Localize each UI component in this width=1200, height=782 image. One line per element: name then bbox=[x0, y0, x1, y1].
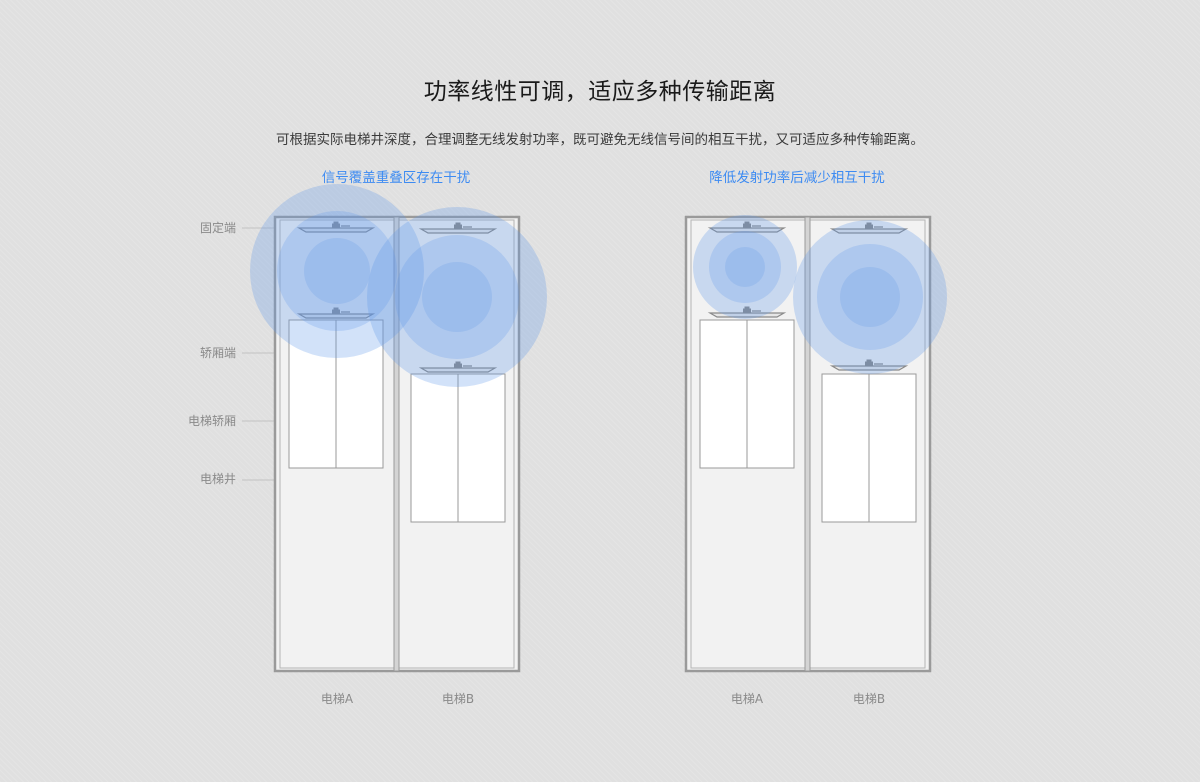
callout-car-end: 轿厢端 bbox=[200, 345, 236, 360]
signal-coverage-a-right bbox=[693, 215, 797, 319]
elevator-car-a-right bbox=[699, 319, 795, 469]
panel-right: 降低发射功率后减少相互干扰 bbox=[684, 169, 947, 706]
elevator-label-b-right: 电梯B bbox=[853, 692, 885, 706]
callout-elevator-shaft: 电梯井 bbox=[200, 472, 236, 486]
signal-coverage-b-right bbox=[793, 220, 947, 374]
page-title: 功率线性可调，适应多种传输距离 bbox=[423, 79, 777, 105]
panel-left: 信号覆盖重叠区存在干扰 bbox=[250, 170, 547, 706]
signal-coverage-b-left bbox=[367, 207, 547, 387]
signal-coverage-a-left bbox=[250, 184, 424, 358]
elevator-label-b-left: 电梯B bbox=[442, 692, 474, 706]
elevator-car-a-left bbox=[288, 319, 384, 469]
elevator-label-a-left: 电梯A bbox=[321, 692, 354, 706]
panel-heading-right: 降低发射功率后减少相互干扰 bbox=[709, 169, 885, 186]
callout-fixed-end: 固定端 bbox=[200, 220, 236, 235]
elevator-car-b-right bbox=[821, 373, 917, 523]
callout-elevator-car: 电梯轿厢 bbox=[188, 413, 236, 428]
page-subtitle: 可根据实际电梯井深度，合理调整无线发射功率，既可避免无线信号间的相互干扰，又可适… bbox=[276, 132, 924, 148]
elevator-car-b-left bbox=[410, 373, 506, 523]
elevator-label-a-right: 电梯A bbox=[731, 692, 764, 706]
panel-heading-left: 信号覆盖重叠区存在干扰 bbox=[322, 170, 471, 186]
